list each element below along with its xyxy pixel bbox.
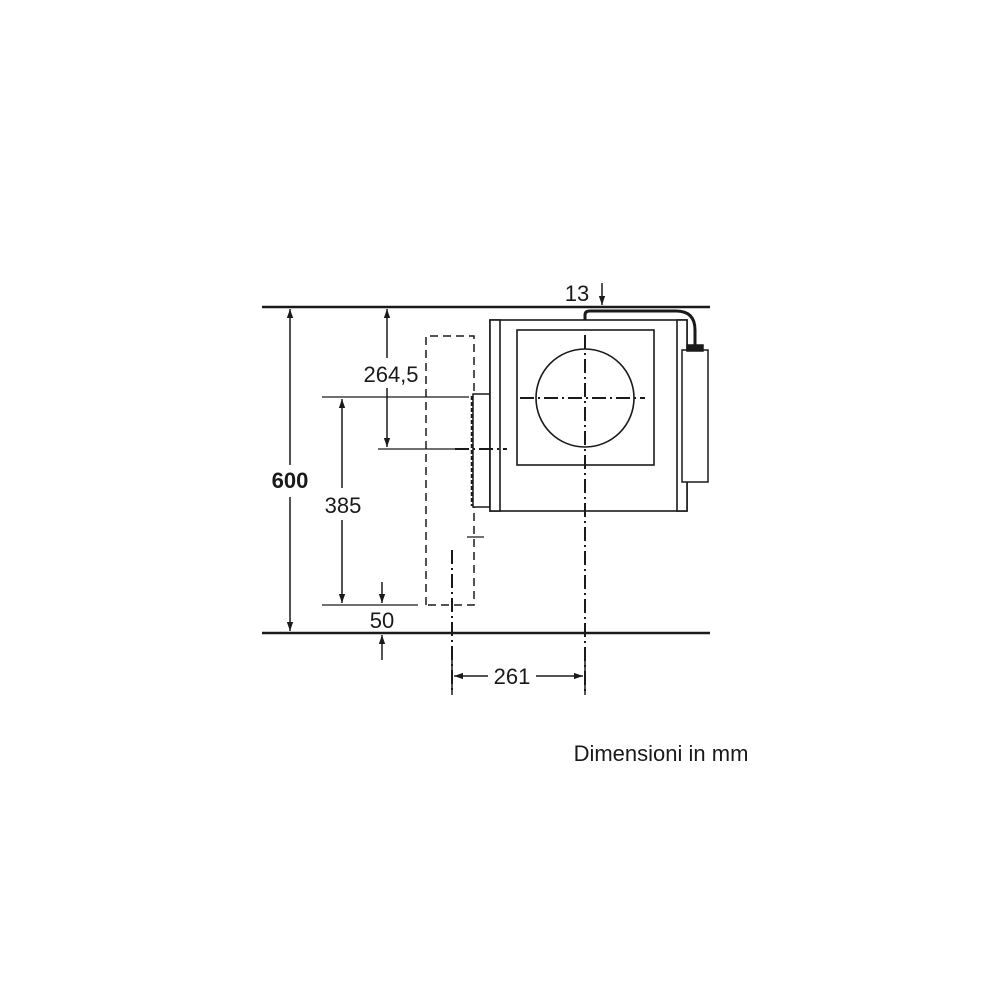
label-264-5: 264,5 xyxy=(363,362,418,387)
cable xyxy=(583,309,697,346)
left-flange xyxy=(489,319,501,512)
label-261: 261 xyxy=(494,664,531,689)
dashed-duct-outline xyxy=(425,335,475,606)
label-600: 600 xyxy=(272,468,309,493)
blower-housing xyxy=(489,319,688,512)
label-50: 50 xyxy=(370,608,394,633)
dimension-261 xyxy=(451,650,586,695)
label-385: 385 xyxy=(325,493,362,518)
reference-lines xyxy=(262,305,710,635)
side-connector-box xyxy=(583,309,709,483)
outlet-flange xyxy=(467,393,491,538)
label-13: 13 xyxy=(565,281,589,306)
center-lines xyxy=(451,335,645,694)
extension-lines xyxy=(322,396,469,606)
units-caption: Dimensioni in mm xyxy=(574,741,749,766)
